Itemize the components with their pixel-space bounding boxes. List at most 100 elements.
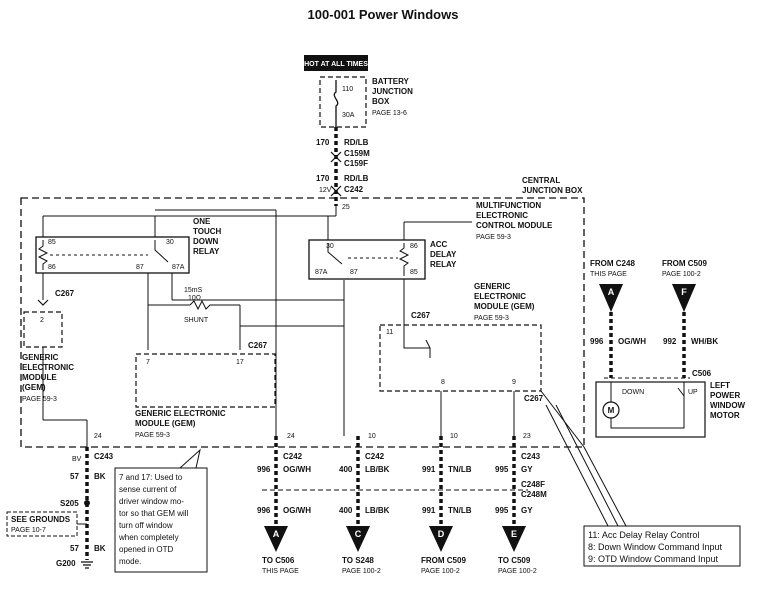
wire-d-letter: D (438, 529, 445, 539)
gem-right-pin8: 8 (441, 379, 445, 386)
relay1-pin85: 85 (48, 239, 56, 246)
wire-e-color-top: GY (521, 465, 533, 474)
fuse-symbol (333, 80, 339, 127)
wire-a-color: OG/WH (283, 506, 311, 515)
feed-connector-c159f: C159F (344, 159, 368, 168)
battery-box-name-2: JUNCTION (372, 87, 413, 96)
note-line-2: sense current of (119, 485, 177, 494)
legend-line-1: 11: Acc Delay Relay Control (588, 530, 699, 540)
motor-up: UP (688, 389, 698, 396)
c267-b: C267 (248, 341, 268, 350)
wire-d-arrow (429, 526, 453, 552)
wire-c-to2: PAGE 100-2 (342, 568, 381, 575)
note-box (114, 467, 208, 573)
wire-a-arrow (264, 526, 288, 552)
c267-c: C267 (411, 311, 431, 320)
relay1-pin87a: 87A (172, 264, 185, 271)
wire-a-to1: TO C506 (262, 556, 295, 565)
legend-callout-2 (555, 404, 619, 527)
c267-a-symbol (37, 299, 49, 306)
legend-callout-1 (545, 404, 609, 527)
wire-e-to2: PAGE 100-2 (498, 568, 537, 575)
wire-c-circuit-top: 400 (339, 465, 353, 474)
wire-e-conn2: C248F (521, 480, 545, 489)
ground-g200: G200 (56, 559, 76, 568)
ground-circuit-1: 57 (70, 472, 79, 481)
wire-a-circuit-top: 996 (257, 465, 271, 474)
feed-color-2: RD/LB (344, 174, 369, 183)
wire-c-color-top: LB/BK (365, 465, 390, 474)
gem-mid-1: GENERIC ELECTRONIC (135, 409, 226, 418)
feed-connector-c242: C242 (344, 185, 364, 194)
relay2-pin87a: 87A (315, 269, 328, 276)
wire-e-arrow (502, 526, 526, 552)
feed-voltage: 12V (319, 187, 332, 194)
c242-top-connector (330, 185, 342, 197)
motor-from1-l2: THIS PAGE (590, 271, 627, 278)
mecm-page: PAGE 59-3 (476, 234, 511, 241)
pin-24-left: 24 (94, 433, 102, 440)
motor-from2-l2: PAGE 100-2 (662, 271, 701, 278)
gem-left-1: GENERIC (22, 353, 59, 362)
relay1-pin86: 86 (48, 264, 56, 271)
legend-line-2: 8: Down Window Command Input (588, 542, 723, 552)
note-line-4: tor so that GEM will (119, 509, 189, 518)
feed-circuit-1: 170 (316, 138, 330, 147)
gem-right-pin9: 9 (512, 379, 516, 386)
relay2-pin87: 87 (350, 269, 358, 276)
wire-e-color: GY (521, 506, 533, 515)
motor-arrow-f (672, 284, 696, 312)
c159-connector (330, 151, 342, 163)
motor-from2-l1: FROM C509 (662, 259, 707, 268)
diagram-title: 100-001 Power Windows (308, 7, 459, 22)
relay1-label-4: RELAY (193, 247, 220, 256)
relay1-switch (154, 240, 169, 263)
ground-icon (81, 561, 93, 569)
central-junction-box (20, 197, 585, 448)
ground-circuit-2: 57 (70, 544, 79, 553)
motor-from1-l1: FROM C248 (590, 259, 635, 268)
gem-middle (135, 353, 276, 408)
gem-left-page: PAGE 59-3 (22, 396, 57, 403)
one-touch-down-relay (35, 236, 190, 274)
battery-junction-box (319, 76, 367, 128)
wire-c-arrow (346, 526, 370, 552)
relay2-label-3: RELAY (430, 260, 457, 269)
shunt-label-3: SHUNT (184, 317, 209, 324)
pin-24-mid: 24 (287, 433, 295, 440)
relay2-coil (398, 243, 410, 276)
cjb-label-2: JUNCTION BOX (522, 186, 583, 195)
note-line-5: turn off window (119, 521, 173, 530)
gem-right-switch (403, 330, 431, 358)
motor-label-3: WINDOW (710, 401, 746, 410)
relay1-label-3: DOWN (193, 237, 219, 246)
gem-left-2: ELECTRONIC (22, 363, 74, 372)
ground-bv: BV (72, 456, 82, 463)
gem-right-3: MODULE (GEM) (474, 302, 535, 311)
motor-letter-a: A (608, 287, 615, 297)
hot-at-all-times-tag (304, 55, 368, 71)
note-callout (179, 448, 201, 469)
note-text: 7 and 17: Used to sense current of drive… (118, 473, 189, 566)
motor-arrow-a (599, 284, 623, 312)
motor-m: M (608, 406, 615, 415)
wire-a-to2: THIS PAGE (262, 568, 299, 575)
wire-d-to1: FROM C509 (421, 556, 466, 565)
acc-delay-relay (308, 239, 426, 280)
ground-splice: S205 (60, 499, 79, 508)
wire-a-letter: A (273, 529, 280, 539)
motor-label-1: LEFT (710, 381, 730, 390)
wire-a-color-top: OG/WH (283, 465, 311, 474)
note-line-8: mode. (119, 557, 141, 566)
wire-d-to2: PAGE 100-2 (421, 568, 460, 575)
fuse-number: 110 (342, 86, 353, 93)
wire-a-circuit: 996 (257, 506, 271, 515)
splice-s205 (84, 500, 90, 506)
see-grounds-2: PAGE 10-7 (11, 527, 46, 534)
mecm-label-1: MULTIFUNCTION (476, 201, 541, 210)
feed-color-1: RD/LB (344, 138, 369, 147)
wire-e-letter: E (511, 529, 517, 539)
battery-box-name-3: BOX (372, 97, 390, 106)
gem-right-1: GENERIC (474, 282, 511, 291)
wire-e-conn: C243 (521, 452, 541, 461)
